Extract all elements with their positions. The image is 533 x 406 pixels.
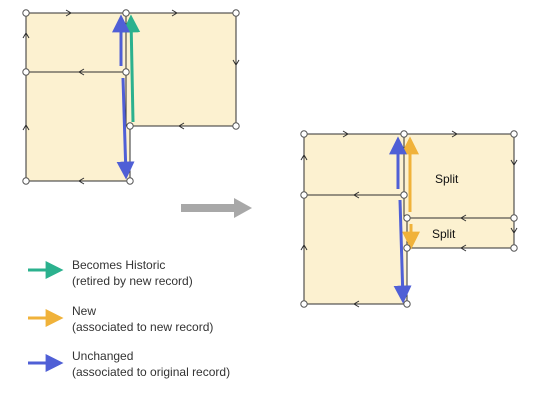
vertex: [400, 191, 408, 199]
chevron-up-icon: [22, 32, 30, 39]
chevron-down-icon: [510, 227, 518, 234]
parcel-after-top-left: [303, 133, 405, 196]
unchanged-arrow-bottom: [393, 199, 412, 304]
vertex: [122, 68, 130, 76]
before-parcels: [25, 12, 237, 182]
vertex: [232, 9, 240, 17]
transition-arrow: [181, 198, 252, 218]
parcel-before-right: [125, 12, 237, 127]
parcel-after-split-top: [403, 133, 515, 219]
vertex: [232, 122, 240, 130]
vertex: [22, 177, 30, 185]
chevron-up-icon: [300, 154, 308, 161]
chevron-left-icon: [460, 214, 467, 222]
chevron-left-icon: [78, 68, 85, 76]
vertex: [400, 130, 408, 138]
vertex: [300, 191, 308, 199]
chevron-up-icon: [22, 124, 30, 131]
after-boundary-direction-marks: [300, 130, 518, 308]
parcel-after-bottom-left: [303, 194, 408, 305]
vertex: [22, 9, 30, 17]
chevron-left-icon: [460, 244, 467, 252]
chevron-down-icon: [510, 159, 518, 166]
vertex: [22, 68, 30, 76]
split-label-bottom: Split: [432, 227, 456, 241]
legend-title: Unchanged: [72, 349, 134, 363]
unchanged-arrow-bottom: [116, 77, 135, 180]
legend-item-historic: Becomes Historic (retired by new record): [72, 257, 193, 289]
after-parcels: [303, 133, 515, 305]
legend-title: New: [72, 304, 97, 318]
chevron-right-icon: [451, 130, 458, 138]
before-boundary-direction-marks: [22, 9, 240, 185]
vertex: [126, 177, 134, 185]
vertex: [300, 300, 308, 308]
vertex: [126, 122, 134, 130]
vertex: [122, 9, 130, 17]
chevron-right-icon: [65, 9, 72, 17]
legend-subtitle: (associated to original record): [72, 365, 231, 379]
vertex: [510, 244, 518, 252]
after-vertices: [300, 130, 518, 308]
parcel-before-top-left: [25, 12, 127, 73]
chevron-left-icon: [353, 300, 360, 308]
chevron-up-icon: [300, 244, 308, 251]
vertex: [403, 244, 411, 252]
vertex: [403, 300, 411, 308]
legend-subtitle: (retired by new record): [72, 274, 193, 288]
parcel-after-split-bottom: [406, 217, 515, 249]
before-vertices: [22, 9, 240, 185]
legend-swatches: [28, 261, 64, 372]
chevron-right-icon: [342, 130, 349, 138]
legend-title: Becomes Historic: [72, 258, 166, 272]
legend-subtitle: (associated to new record): [72, 320, 214, 334]
parcel-before-bottom-left: [25, 71, 131, 182]
vertex: [510, 214, 518, 222]
chevron-right-icon: [171, 9, 178, 17]
legend-item-unchanged: Unchanged (associated to original record…: [72, 348, 230, 380]
historic-arrow: [122, 14, 141, 123]
chevron-left-icon: [353, 191, 360, 199]
vertex: [300, 130, 308, 138]
chevron-left-icon: [78, 177, 85, 185]
chevron-down-icon: [232, 59, 240, 66]
split-label-top: Split: [435, 172, 459, 186]
vertex: [510, 130, 518, 138]
legend-item-new: New (associated to new record): [72, 303, 213, 335]
vertex: [403, 214, 411, 222]
chevron-left-icon: [178, 122, 185, 130]
